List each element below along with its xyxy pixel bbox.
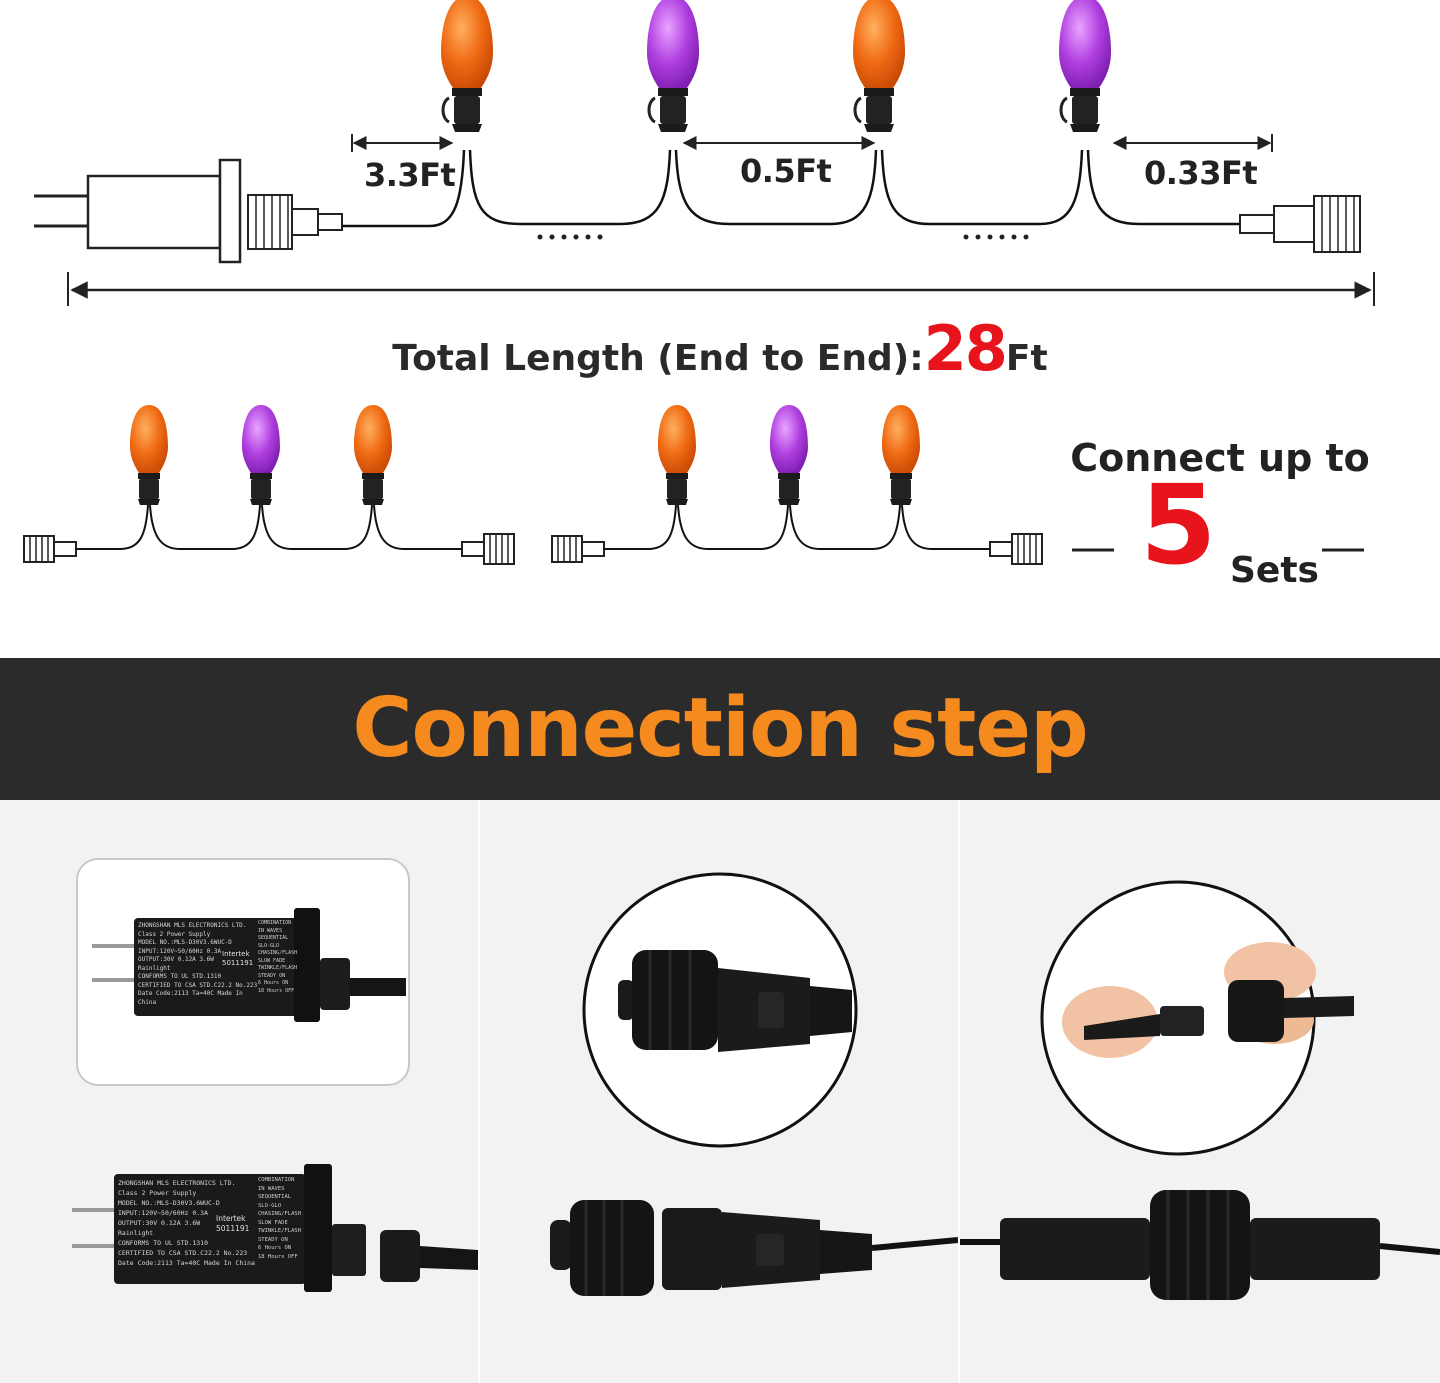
power-adapter-photo: [72, 908, 478, 1292]
mode-item: 6 Hours ON: [258, 1245, 292, 1251]
label-line: ZHONGSHAN MLS ELECTRONICS LTD.: [138, 922, 247, 929]
step-2-panel: [480, 800, 958, 1383]
power-adapter-drawing: [34, 158, 343, 264]
label-line: OUTPUT:30V 0.12A 3.6W: [118, 1219, 201, 1227]
adapter-label-upper: ZHONGSHAN MLS ELECTRONICS LTD. Class 2 P…: [138, 922, 258, 1007]
banner-title: Connection step: [352, 681, 1088, 776]
label-line: Class 2 Power Supply: [118, 1189, 197, 1197]
label-line: INPUT:120V~50/60Hz 0.3A: [118, 1209, 209, 1217]
lead-length-label: 3.3Ft: [364, 156, 456, 194]
string-light-diagram: [23, 0, 1375, 565]
mode-item: SEQUENTIAL: [258, 935, 289, 941]
total-length-label: Total Length (End to End):: [392, 338, 924, 379]
bulb-orange-2: [853, 0, 905, 134]
mode-item: COMBINATION: [258, 920, 292, 926]
bulb-orange-1: [441, 0, 493, 134]
connector-detail-photo: [550, 872, 958, 1296]
label-line: CERTIFIED TO CSA STD.C22.2 No.223: [118, 1249, 248, 1257]
mode-item: STEADY ON: [258, 972, 286, 979]
mode-item: CHASING/FLASH: [258, 950, 298, 956]
label-line: INPUT:120V~50/60Hz 0.3A: [138, 947, 222, 955]
mode-item: 6 Hours ON: [258, 980, 289, 986]
bulb-purple-2: [1059, 0, 1111, 134]
mode-item: TWINKLE/FLASH: [258, 1228, 302, 1234]
connect-prefix: Connect up to: [1070, 436, 1370, 480]
step-1-panel: ZHONGSHAN MLS ELECTRONICS LTD. Class 2 P…: [0, 800, 478, 1383]
label-line: Rainlight: [138, 964, 171, 972]
mode-item: CHASING/FLASH: [258, 1211, 302, 1217]
step-3-panel: [960, 800, 1440, 1383]
cert-number: 5011191: [216, 1224, 250, 1233]
label-line: CERTIFIED TO CSA STD.C22.2 No.223: [138, 981, 258, 989]
mode-item: COMBINATION: [258, 1177, 295, 1183]
connect-suffix: Sets: [1230, 550, 1319, 591]
bulb-spacing-label: 0.5Ft: [740, 152, 832, 190]
mode-item: SLOW FADE: [258, 1219, 288, 1226]
main-wire: [342, 149, 1240, 228]
connectors-joined-photo: [960, 880, 1440, 1300]
mode-item: SLO-GLO: [258, 942, 280, 949]
cert-name: Intertek: [216, 1214, 246, 1223]
label-line: Rainlight: [118, 1229, 154, 1237]
mode-item: 18 Hours OFF: [258, 987, 295, 994]
adapter-mode-list-lower: COMBINATION IN WAVES SEQUENTIAL SLO-GLO …: [258, 1176, 302, 1261]
tail-length-label: 0.33Ft: [1144, 154, 1258, 192]
light-set-2: [551, 405, 1043, 565]
label-line: Date Code:2113 Ta=40C Made In China: [118, 1259, 255, 1267]
ellipsis-dots-left: [537, 234, 603, 240]
light-set-1: [23, 405, 515, 565]
label-line: Date Code:2113 Ta=40C Made In China: [138, 990, 243, 1006]
cert-mark-upper: Intertek 5011191: [222, 950, 253, 968]
mode-item: SLO-GLO: [258, 1202, 282, 1209]
label-line: MODEL NO.:MLS-D30V3.6WUC-D: [138, 939, 232, 946]
label-line: CONFORMS TO UL STD.1310: [118, 1239, 209, 1247]
ellipsis-dots-right: [963, 234, 1029, 240]
section-banner: Connection step: [0, 658, 1440, 800]
label-line: CONFORMS TO UL STD.1310: [138, 973, 222, 980]
cert-mark-lower: Intertek 5011191: [216, 1214, 249, 1234]
label-line: OUTPUT:30V 0.12A 3.6W: [138, 956, 214, 963]
mode-item: SEQUENTIAL: [258, 1194, 292, 1200]
connect-count: 5: [1140, 461, 1217, 589]
cert-number: 5011191: [222, 959, 254, 967]
mode-item: STEADY ON: [258, 1236, 288, 1243]
label-line: ZHONGSHAN MLS ELECTRONICS LTD.: [118, 1179, 236, 1187]
mode-item: TWINKLE/FLASH: [258, 965, 298, 971]
label-line: Class 2 Power Supply: [138, 930, 211, 938]
total-length: Total Length (End to End):28Ft: [0, 312, 1440, 385]
adapter-label-lower: ZHONGSHAN MLS ELECTRONICS LTD. Class 2 P…: [118, 1178, 258, 1268]
mode-item: SLOW FADE: [258, 957, 286, 964]
mode-item: IN WAVES: [258, 927, 283, 934]
total-length-value: 28: [923, 312, 1008, 385]
total-length-unit: Ft: [1005, 338, 1048, 379]
bulb-purple-1: [647, 0, 699, 134]
cert-name: Intertek: [222, 950, 250, 958]
mode-item: 18 Hours OFF: [258, 1253, 298, 1260]
label-line: MODEL NO.:MLS-D30V3.6WUC-D: [118, 1199, 220, 1207]
mode-item: IN WAVES: [258, 1185, 285, 1192]
end-connector-drawing: [1239, 195, 1361, 253]
adapter-mode-list-upper: COMBINATION IN WAVES SEQUENTIAL SLO-GLO …: [258, 920, 298, 995]
